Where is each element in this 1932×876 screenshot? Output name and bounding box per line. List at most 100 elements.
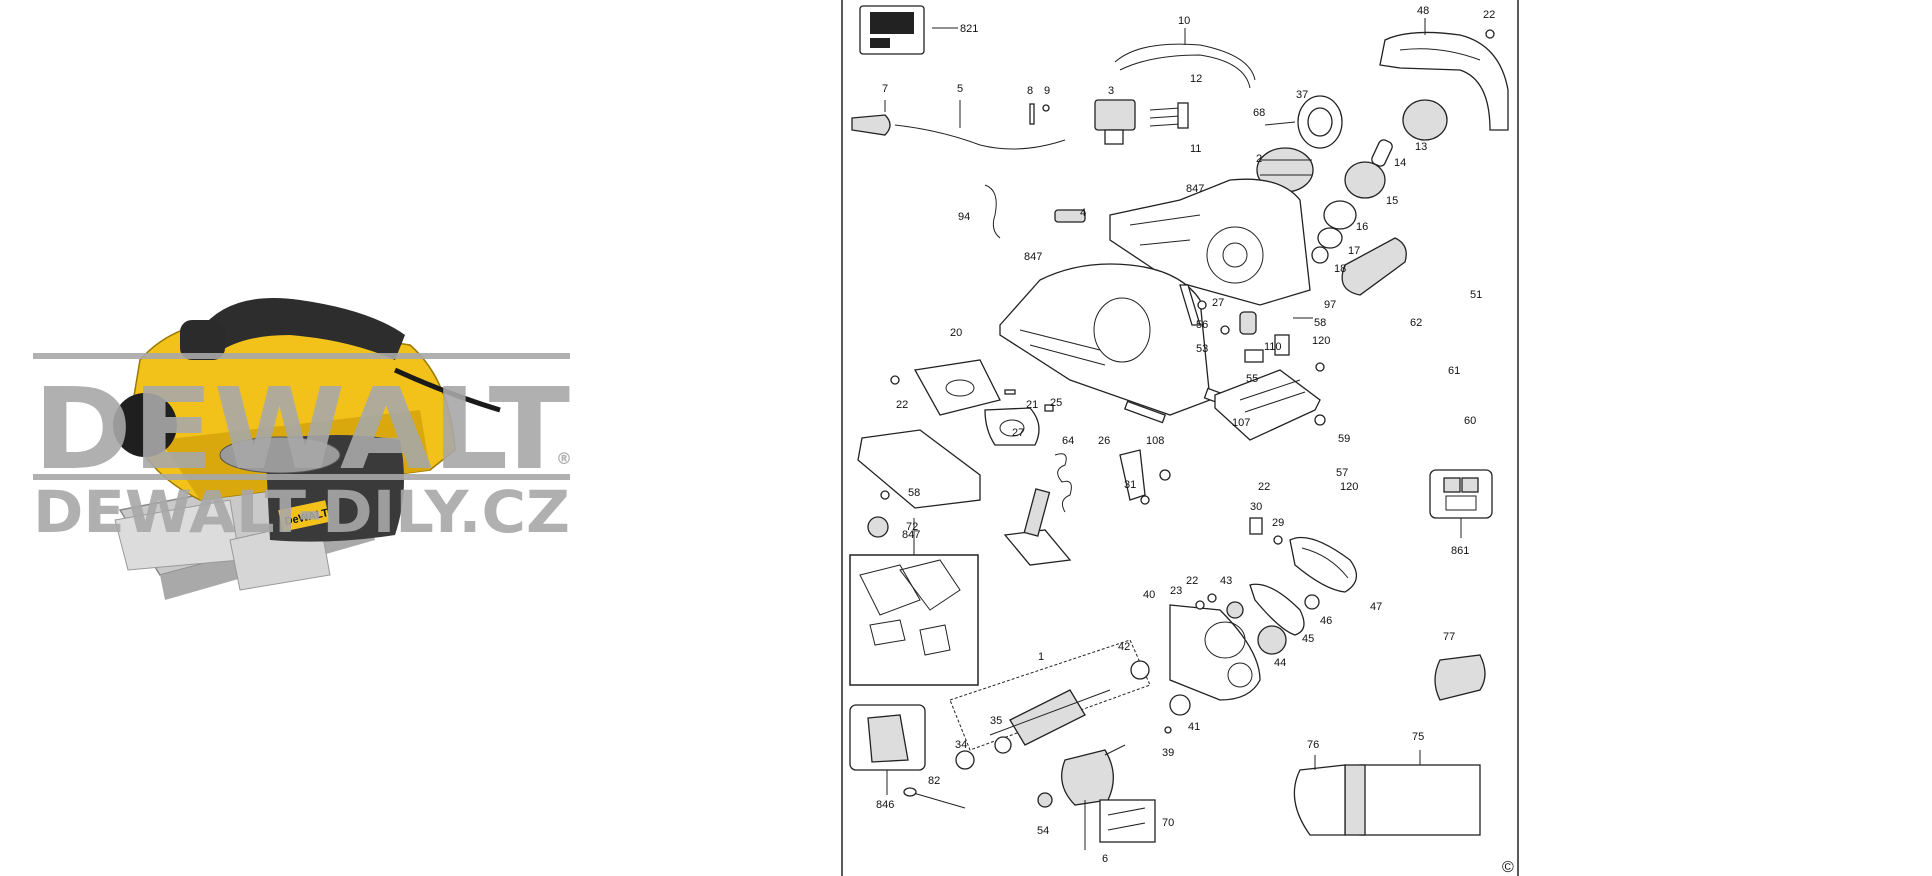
part-armature xyxy=(949,639,1191,770)
inset-bag-pack xyxy=(849,704,966,809)
part-field-assembly xyxy=(1037,744,1156,850)
callout: 29 xyxy=(1272,517,1284,529)
callout: 21 xyxy=(1026,399,1038,411)
callout: 847 xyxy=(902,529,920,541)
watermark-brand: DEWALT xyxy=(33,365,570,495)
callout: 14 xyxy=(1394,157,1406,169)
callout: 17 xyxy=(1348,245,1360,257)
callout: 4 xyxy=(1080,207,1086,219)
part-fasteners-mid xyxy=(1179,284,1257,335)
part-depth-knob-assembly xyxy=(1311,161,1386,264)
callout: 40 xyxy=(1143,589,1155,601)
callout: 34 xyxy=(955,739,967,751)
callout: 847 xyxy=(1024,251,1042,263)
inset-carbon-brushes xyxy=(1429,469,1493,538)
callout: 48 xyxy=(1417,5,1429,17)
part-switch xyxy=(1029,99,1189,145)
callout: 60 xyxy=(1464,415,1476,427)
callout: 43 xyxy=(1220,575,1232,587)
callout: 8 xyxy=(1027,85,1033,97)
callout: 59 xyxy=(1338,433,1350,445)
callout: 45 xyxy=(1302,633,1314,645)
part-cord xyxy=(851,100,1066,150)
callout: 107 xyxy=(1232,417,1250,429)
callout: 41 xyxy=(1188,721,1200,733)
callout: 6 xyxy=(1102,853,1108,865)
callout: 120 xyxy=(1340,481,1358,493)
part-fence xyxy=(1214,317,1326,441)
callout: 108 xyxy=(1146,435,1164,447)
callout: 3 xyxy=(1108,85,1114,97)
part-dust-bag xyxy=(1293,654,1486,836)
callout: 54 xyxy=(1037,825,1049,837)
callout: 20 xyxy=(950,327,962,339)
callout: 42 xyxy=(1118,641,1130,653)
callout: 35 xyxy=(990,715,1002,727)
callout: 22 xyxy=(896,399,908,411)
callout: 56 xyxy=(1196,319,1208,331)
callout: 94 xyxy=(958,211,970,223)
callout: 18 xyxy=(1334,263,1346,275)
part-rear-shoe xyxy=(857,429,981,538)
callout: 68 xyxy=(1253,107,1265,119)
part-belt xyxy=(1289,536,1357,593)
part-small-clip xyxy=(1249,517,1283,545)
part-front-shoe xyxy=(890,359,1001,416)
callout: 10 xyxy=(1178,15,1190,27)
callout: 23 xyxy=(1170,585,1182,597)
part-cables xyxy=(1114,28,1256,89)
callout: 16 xyxy=(1356,221,1368,233)
callout-labels: 821 10 48 22 7 5 8 9 3 12 11 37 68 13 14… xyxy=(876,5,1495,865)
product-photo: DeWALT DEWALT DEWALT-DILY.CZ ® xyxy=(33,298,572,600)
callout: 62 xyxy=(1410,317,1422,329)
callout: 120 xyxy=(1312,335,1330,347)
part-field-motor xyxy=(1256,95,1343,193)
callout: 55 xyxy=(1246,373,1258,385)
callout: 821 xyxy=(960,23,978,35)
callout: 31 xyxy=(1124,479,1136,491)
parts-diagram: © xyxy=(841,0,1519,876)
part-handle-cover xyxy=(1379,18,1509,131)
callout: 9 xyxy=(1044,85,1050,97)
callout: 27 xyxy=(1212,297,1224,309)
callout: 53 xyxy=(1196,343,1208,355)
watermark: DEWALT DEWALT-DILY.CZ ® xyxy=(33,353,572,546)
callout: 847 xyxy=(1186,183,1204,195)
part-wire xyxy=(984,184,1086,239)
callout: 61 xyxy=(1448,365,1460,377)
callout: 22 xyxy=(1186,575,1198,587)
callout: 51 xyxy=(1470,289,1482,301)
registered-mark: ® xyxy=(556,449,572,468)
callout: 12 xyxy=(1190,73,1202,85)
callout: 64 xyxy=(1062,435,1074,447)
callout: 97 xyxy=(1324,299,1336,311)
callout: 2 xyxy=(1256,153,1262,165)
callout: 82 xyxy=(928,775,940,787)
callout: 27 xyxy=(1012,427,1024,439)
callout: 72 xyxy=(906,521,918,533)
part-knob xyxy=(1371,99,1448,167)
callout: 44 xyxy=(1274,657,1286,669)
callout: 77 xyxy=(1443,631,1455,643)
callout: 70 xyxy=(1162,817,1174,829)
callout: 7 xyxy=(882,83,888,95)
callout: 58 xyxy=(908,487,920,499)
callout: 75 xyxy=(1412,731,1424,743)
callout: 15 xyxy=(1386,195,1398,207)
inset-housing-detail xyxy=(849,518,979,686)
watermark-site: DEWALT-DILY.CZ xyxy=(33,478,570,546)
callout: 37 xyxy=(1296,89,1308,101)
callout: 39 xyxy=(1162,747,1174,759)
callout: 46 xyxy=(1320,615,1332,627)
part-rear-handle-parts xyxy=(984,389,1054,446)
callout: 30 xyxy=(1250,501,1262,513)
part-motor-housing xyxy=(1109,178,1311,306)
callout: 846 xyxy=(876,799,894,811)
callout: 13 xyxy=(1415,141,1427,153)
callout: 25 xyxy=(1050,397,1062,409)
callout: 47 xyxy=(1370,601,1382,613)
callout: 861 xyxy=(1451,545,1469,557)
callout: 22 xyxy=(1483,9,1495,21)
callout: 1 xyxy=(1038,651,1044,663)
callout: 76 xyxy=(1307,739,1319,751)
